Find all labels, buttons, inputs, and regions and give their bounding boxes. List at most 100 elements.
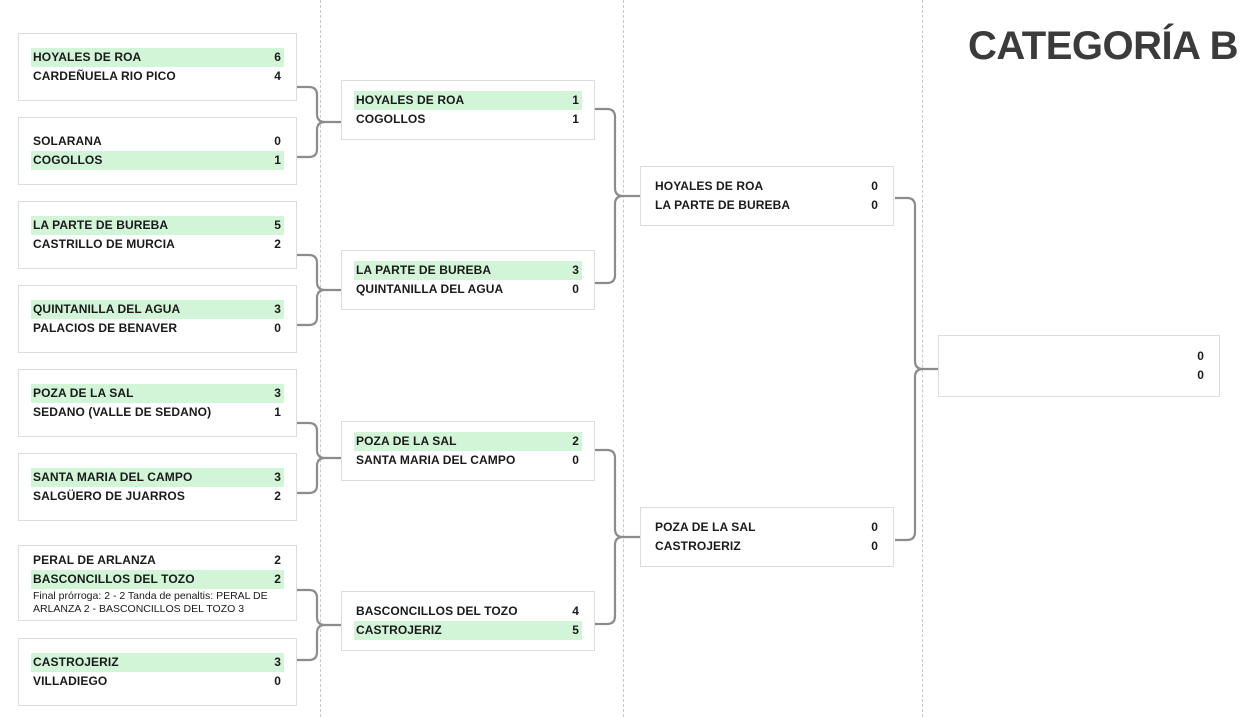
match-teams: HOYALES DE ROA 1 COGOLLOS 1 bbox=[354, 91, 582, 129]
team-score: 1 bbox=[572, 93, 579, 107]
team-name: LA PARTE DE BUREBA bbox=[356, 263, 492, 277]
team-score: 3 bbox=[274, 386, 281, 400]
team-name: HOYALES DE ROA bbox=[655, 179, 764, 193]
team-row: PALACIOS DE BENAVER 0 bbox=[31, 319, 284, 338]
team-row: CASTROJERIZ 3 bbox=[31, 653, 284, 672]
team-name: PALACIOS DE BENAVER bbox=[33, 321, 178, 335]
team-score: 0 bbox=[871, 179, 878, 193]
team-name: HOYALES DE ROA bbox=[356, 93, 465, 107]
team-score: 0 bbox=[871, 520, 878, 534]
team-row: QUINTANILLA DEL AGUA 0 bbox=[354, 280, 582, 299]
team-row: QUINTANILLA DEL AGUA 3 bbox=[31, 300, 284, 319]
team-row: SANTA MARIA DEL CAMPO 0 bbox=[354, 451, 582, 470]
team-row: BASCONCILLOS DEL TOZO 4 bbox=[354, 602, 582, 621]
team-score: 1 bbox=[572, 112, 579, 126]
team-name: SEDANO (VALLE DE SEDANO) bbox=[33, 405, 212, 419]
team-row: COGOLLOS 1 bbox=[31, 151, 284, 170]
match-box[interactable]: LA PARTE DE BUREBA 3 QUINTANILLA DEL AGU… bbox=[341, 250, 595, 310]
page-title: CATEGORÍA B bbox=[967, 24, 1239, 68]
match-box[interactable]: 0 0 bbox=[938, 335, 1220, 397]
team-score: 0 bbox=[572, 282, 579, 296]
team-row: POZA DE LA SAL 2 bbox=[354, 432, 582, 451]
team-score: 0 bbox=[274, 674, 281, 688]
match-teams: HOYALES DE ROA 6 CARDEÑUELA RIO PICO 4 bbox=[31, 48, 284, 86]
match-box[interactable]: BASCONCILLOS DEL TOZO 4 CASTROJERIZ 5 bbox=[341, 591, 595, 651]
team-name: LA PARTE DE BUREBA bbox=[33, 218, 169, 232]
match-box[interactable]: POZA DE LA SAL 2 SANTA MARIA DEL CAMPO 0 bbox=[341, 421, 595, 481]
team-name: CARDEÑUELA RIO PICO bbox=[33, 69, 176, 83]
team-score: 2 bbox=[274, 553, 281, 567]
team-row: LA PARTE DE BUREBA 5 bbox=[31, 216, 284, 235]
team-row: SEDANO (VALLE DE SEDANO) 1 bbox=[31, 403, 284, 422]
team-row: SANTA MARIA DEL CAMPO 3 bbox=[31, 468, 284, 487]
team-name: SANTA MARIA DEL CAMPO bbox=[33, 470, 193, 484]
team-row: SALGÜERO DE JUARROS 2 bbox=[31, 487, 284, 506]
team-row: COGOLLOS 1 bbox=[354, 110, 582, 129]
team-score: 3 bbox=[572, 263, 579, 277]
column-divider-3 bbox=[922, 0, 923, 717]
team-name: SALGÜERO DE JUARROS bbox=[33, 489, 185, 503]
match-note: Final prórroga: 2 - 2 Tanda de penaltis:… bbox=[33, 590, 268, 615]
match-box[interactable]: HOYALES DE ROA 0 LA PARTE DE BUREBA 0 bbox=[640, 166, 894, 226]
team-row: CASTROJERIZ 0 bbox=[653, 537, 881, 556]
match-teams: BASCONCILLOS DEL TOZO 4 CASTROJERIZ 5 bbox=[354, 602, 582, 640]
team-name: PERAL DE ARLANZA bbox=[33, 553, 156, 567]
match-teams: 0 0 bbox=[951, 347, 1207, 385]
team-row: HOYALES DE ROA 0 bbox=[653, 177, 881, 196]
team-name: COGOLLOS bbox=[33, 153, 103, 167]
match-teams: SOLARANA 0 COGOLLOS 1 bbox=[31, 132, 284, 170]
match-box[interactable]: SOLARANA 0 COGOLLOS 1 bbox=[18, 117, 297, 185]
match-box[interactable]: HOYALES DE ROA 6 CARDEÑUELA RIO PICO 4 bbox=[18, 33, 297, 101]
team-score: 1 bbox=[274, 153, 281, 167]
team-name: SANTA MARIA DEL CAMPO bbox=[356, 453, 516, 467]
match-box[interactable]: POZA DE LA SAL 0 CASTROJERIZ 0 bbox=[640, 507, 894, 567]
team-name: HOYALES DE ROA bbox=[33, 50, 142, 64]
team-name: CASTROJERIZ bbox=[655, 539, 741, 553]
team-name: SOLARANA bbox=[33, 134, 102, 148]
team-score: 2 bbox=[274, 237, 281, 251]
team-row: HOYALES DE ROA 1 bbox=[354, 91, 582, 110]
match-box[interactable]: QUINTANILLA DEL AGUA 3 PALACIOS DE BENAV… bbox=[18, 285, 297, 353]
match-box[interactable]: CASTROJERIZ 3 VILLADIEGO 0 bbox=[18, 638, 297, 706]
team-name: CASTROJERIZ bbox=[33, 655, 119, 669]
match-teams: POZA DE LA SAL 3 SEDANO (VALLE DE SEDANO… bbox=[31, 384, 284, 422]
team-row: SOLARANA 0 bbox=[31, 132, 284, 151]
team-name: QUINTANILLA DEL AGUA bbox=[33, 302, 181, 316]
team-name: POZA DE LA SAL bbox=[655, 520, 756, 534]
team-row: 0 bbox=[951, 366, 1207, 385]
team-row: BASCONCILLOS DEL TOZO 2 bbox=[31, 570, 284, 589]
match-box[interactable]: POZA DE LA SAL 3 SEDANO (VALLE DE SEDANO… bbox=[18, 369, 297, 437]
team-score: 0 bbox=[274, 134, 281, 148]
team-score: 2 bbox=[572, 434, 579, 448]
match-teams: LA PARTE DE BUREBA 3 QUINTANILLA DEL AGU… bbox=[354, 261, 582, 299]
column-divider-1 bbox=[320, 0, 321, 717]
team-score: 0 bbox=[1197, 349, 1204, 363]
team-score: 0 bbox=[871, 539, 878, 553]
connector-r2-pair2 bbox=[595, 447, 641, 627]
team-row: POZA DE LA SAL 0 bbox=[653, 518, 881, 537]
match-box[interactable]: HOYALES DE ROA 1 COGOLLOS 1 bbox=[341, 80, 595, 140]
team-row: CASTROJERIZ 5 bbox=[354, 621, 582, 640]
team-row: POZA DE LA SAL 3 bbox=[31, 384, 284, 403]
match-teams: SANTA MARIA DEL CAMPO 3 SALGÜERO DE JUAR… bbox=[31, 468, 284, 506]
team-name: BASCONCILLOS DEL TOZO bbox=[33, 572, 195, 586]
team-row: CASTRILLO DE MURCIA 2 bbox=[31, 235, 284, 254]
match-teams: QUINTANILLA DEL AGUA 3 PALACIOS DE BENAV… bbox=[31, 300, 284, 338]
match-box[interactable]: LA PARTE DE BUREBA 5 CASTRILLO DE MURCIA… bbox=[18, 201, 297, 269]
team-score: 4 bbox=[572, 604, 579, 618]
match-box[interactable]: PERAL DE ARLANZA 2 BASCONCILLOS DEL TOZO… bbox=[18, 545, 297, 621]
team-score: 2 bbox=[274, 572, 281, 586]
column-divider-2 bbox=[623, 0, 624, 717]
team-score: 0 bbox=[572, 453, 579, 467]
team-row: HOYALES DE ROA 6 bbox=[31, 48, 284, 67]
team-score: 0 bbox=[1197, 368, 1204, 382]
match-teams: PERAL DE ARLANZA 2 BASCONCILLOS DEL TOZO… bbox=[31, 551, 284, 615]
connector-r2-pair1 bbox=[595, 106, 641, 286]
team-name: POZA DE LA SAL bbox=[33, 386, 134, 400]
team-name: VILLADIEGO bbox=[33, 674, 108, 688]
team-name: CASTRILLO DE MURCIA bbox=[33, 237, 175, 251]
team-score: 5 bbox=[274, 218, 281, 232]
team-score: 4 bbox=[274, 69, 281, 83]
match-box[interactable]: SANTA MARIA DEL CAMPO 3 SALGÜERO DE JUAR… bbox=[18, 453, 297, 521]
